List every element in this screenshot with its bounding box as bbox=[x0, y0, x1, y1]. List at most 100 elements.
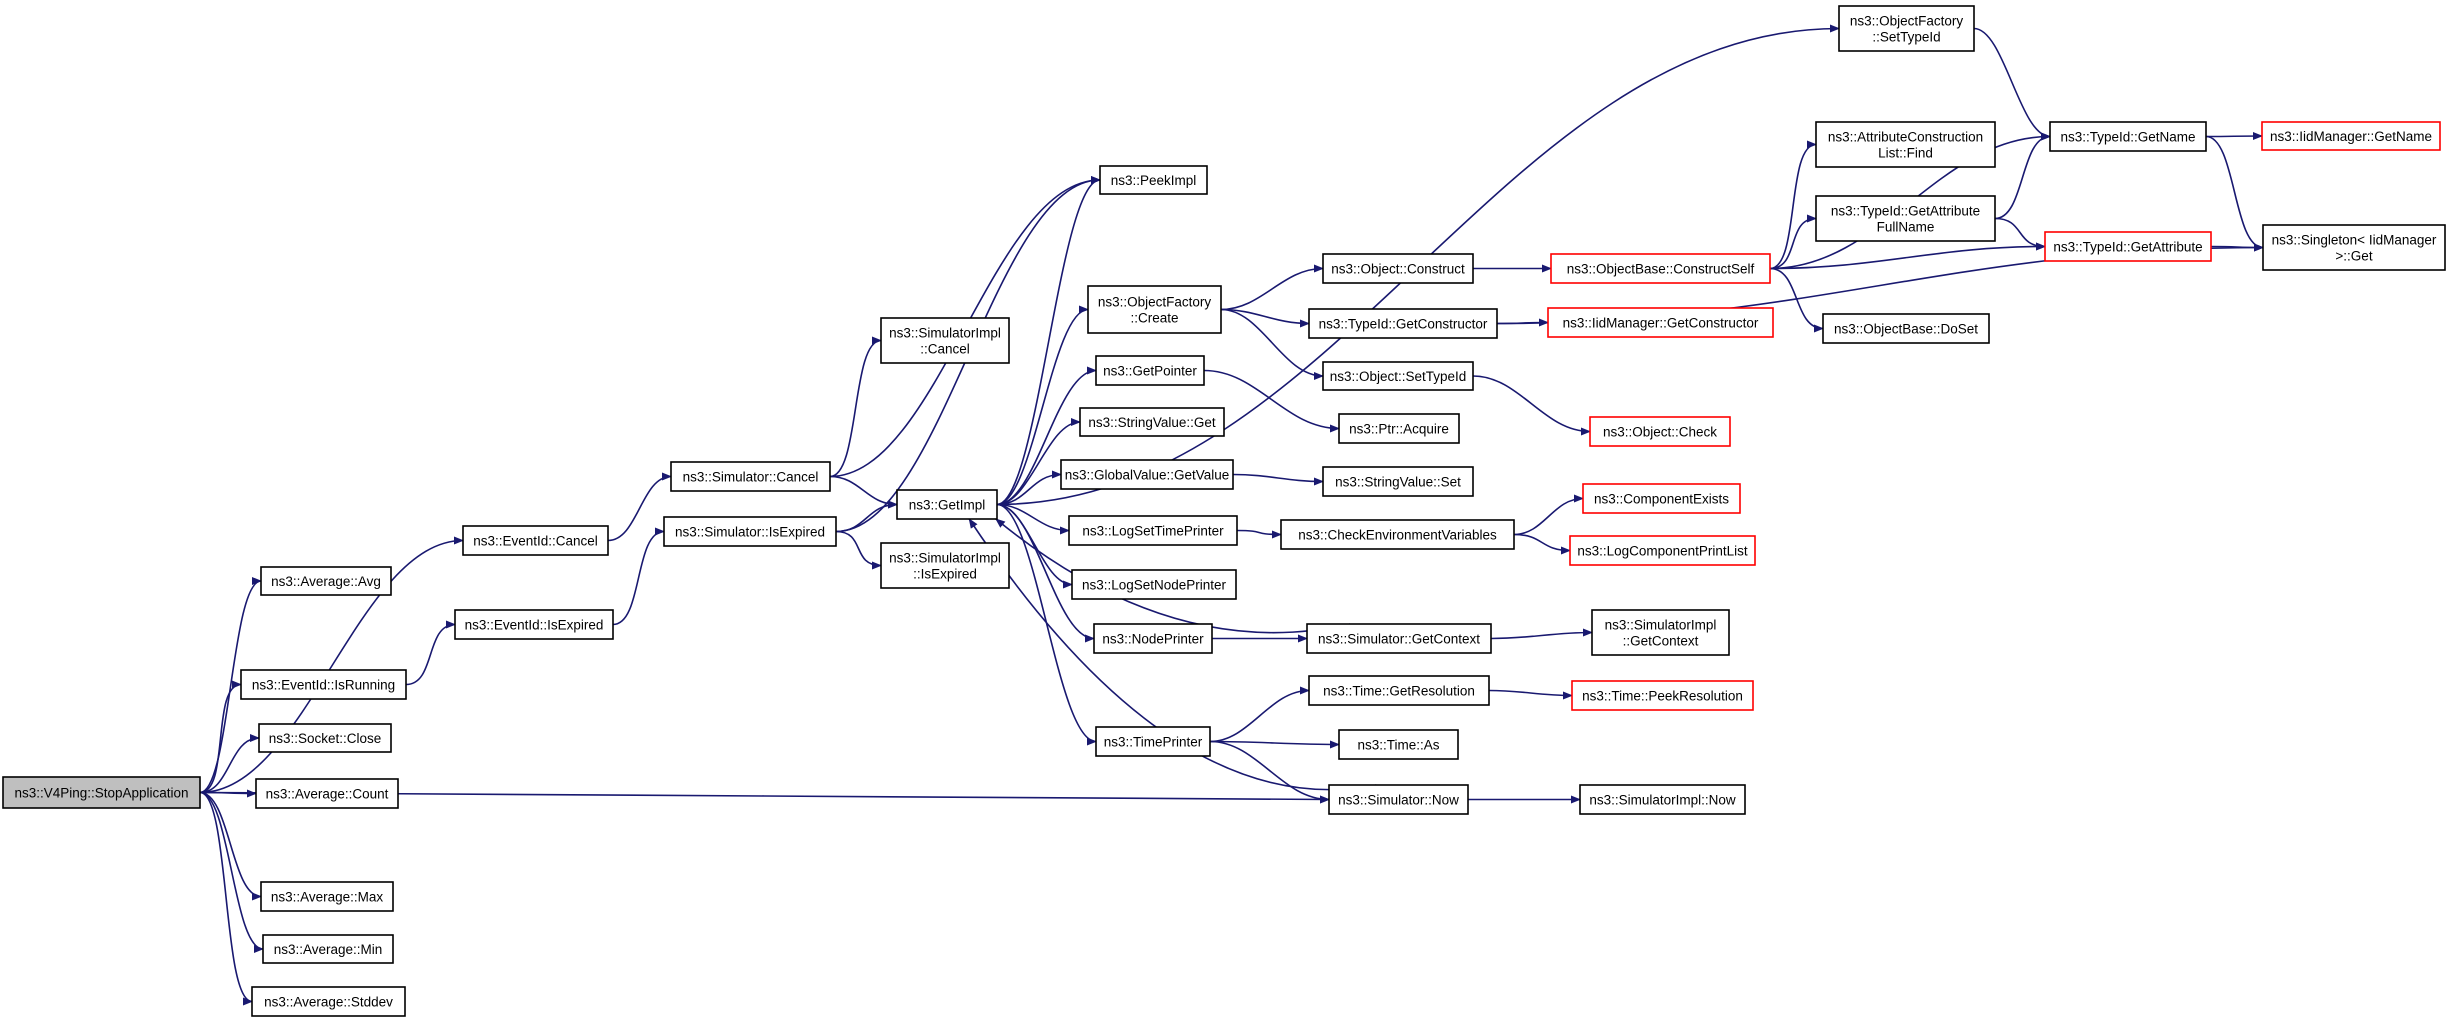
node-label: ns3::TypeId::GetAttribute bbox=[2053, 240, 2202, 255]
node-min[interactable]: ns3::Average::Min bbox=[262, 934, 394, 964]
edge-getimpl-to-svget bbox=[996, 418, 1081, 506]
node-ofsettypeid[interactable]: ns3::ObjectFactory::SetTypeId bbox=[1838, 5, 1975, 52]
node-timeas[interactable]: ns3::Time::As bbox=[1338, 729, 1459, 760]
edge-stopapp-to-evcancel bbox=[199, 536, 464, 794]
node-label: ns3::LogSetTimePrinter bbox=[1082, 524, 1224, 539]
node-checkenv[interactable]: ns3::CheckEnvironmentVariables bbox=[1280, 519, 1515, 550]
node-box bbox=[260, 566, 392, 596]
node-label: ns3::Object::SetTypeId bbox=[1330, 369, 1467, 384]
edge-simcancel-to-implcancel bbox=[829, 336, 882, 478]
node-avg[interactable]: ns3::Average::Avg bbox=[260, 566, 392, 596]
node-stopapp[interactable]: ns3::V4Ping::StopApplication bbox=[2, 776, 201, 809]
edge-evcancel-to-simcancel bbox=[607, 472, 672, 542]
node-ofcreate[interactable]: ns3::ObjectFactory::Create bbox=[1087, 285, 1222, 334]
node-timegetres[interactable]: ns3::Time::GetResolution bbox=[1308, 675, 1490, 706]
node-stddev[interactable]: ns3::Average::Stddev bbox=[251, 986, 406, 1017]
node-timeprinter[interactable]: ns3::TimePrinter bbox=[1095, 726, 1211, 757]
node-objsettypeid[interactable]: ns3::Object::SetTypeId bbox=[1322, 361, 1474, 391]
edge-obconstructself-to-aclfind bbox=[1769, 140, 1817, 270]
node-box bbox=[258, 723, 392, 753]
node-logcompprint[interactable]: ns3::LogComponentPrintList bbox=[1569, 535, 1756, 566]
node-label: ::Create bbox=[1130, 311, 1178, 326]
node-logsetnode[interactable]: ns3::LogSetNodePrinter bbox=[1071, 569, 1237, 600]
node-iidgetname[interactable]: ns3::IidManager::GetName bbox=[2261, 121, 2441, 151]
edge-checkenv-to-logcompprint bbox=[1513, 533, 1571, 555]
node-label: ns3::TypeId::GetName bbox=[2060, 130, 2195, 145]
node-simnow[interactable]: ns3::Simulator::Now bbox=[1328, 784, 1469, 815]
node-box bbox=[1582, 483, 1741, 514]
node-ptracquire[interactable]: ns3::Ptr::Acquire bbox=[1338, 413, 1460, 444]
node-simexpired[interactable]: ns3::Simulator::IsExpired bbox=[663, 516, 837, 547]
node-label: ns3::V4Ping::StopApplication bbox=[14, 786, 188, 801]
node-label: ns3::TypeId::GetAttribute bbox=[1831, 204, 1980, 219]
node-label: ns3::Time::GetResolution bbox=[1323, 684, 1475, 699]
node-getpointer[interactable]: ns3::GetPointer bbox=[1095, 355, 1205, 386]
node-box bbox=[1308, 675, 1490, 706]
node-label: ns3::ComponentExists bbox=[1594, 492, 1729, 507]
node-label: ns3::Singleton< IidManager bbox=[2272, 233, 2437, 248]
node-label: List::Find bbox=[1878, 146, 1933, 161]
node-compexists[interactable]: ns3::ComponentExists bbox=[1582, 483, 1741, 514]
node-box bbox=[1095, 355, 1205, 386]
edge-getimpl-to-peekimpl bbox=[996, 176, 1101, 506]
node-objcheck[interactable]: ns3::Object::Check bbox=[1589, 416, 1731, 447]
node-box bbox=[1550, 253, 1771, 284]
node-max[interactable]: ns3::Average::Max bbox=[260, 881, 394, 912]
node-simcancel[interactable]: ns3::Simulator::Cancel bbox=[670, 461, 831, 492]
edge-tidgetattr-to-singleton bbox=[2210, 243, 2264, 252]
node-label: ns3::SimulatorImpl bbox=[1605, 618, 1717, 633]
node-box bbox=[1095, 726, 1211, 757]
node-gvgetvalue[interactable]: ns3::GlobalValue::GetValue bbox=[1060, 459, 1234, 490]
node-iidgetconstructor[interactable]: ns3::IidManager::GetConstructor bbox=[1547, 307, 1774, 338]
node-label: ns3::Ptr::Acquire bbox=[1349, 422, 1449, 437]
edge-obconstructself-to-tidgetattr bbox=[1769, 242, 2046, 270]
node-box bbox=[1308, 308, 1498, 339]
node-label: ns3::Simulator::Cancel bbox=[683, 470, 819, 485]
node-timepeekres[interactable]: ns3::Time::PeekResolution bbox=[1571, 680, 1754, 711]
node-label: ns3::Simulator::Now bbox=[1338, 793, 1459, 808]
node-obdoset[interactable]: ns3::ObjectBase::DoSet bbox=[1822, 313, 1990, 344]
node-objconstruct[interactable]: ns3::Object::Construct bbox=[1322, 253, 1474, 284]
edge-getimpl-to-logsettime bbox=[996, 503, 1070, 535]
edge-timeprinter-to-timegetres bbox=[1209, 686, 1310, 743]
node-isrunning[interactable]: ns3::EventId::IsRunning bbox=[240, 669, 407, 700]
node-nodeprinter[interactable]: ns3::NodePrinter bbox=[1093, 623, 1213, 654]
node-box bbox=[1322, 361, 1474, 391]
node-label: ns3::Average::Avg bbox=[271, 574, 381, 589]
node-implcancel[interactable]: ns3::SimulatorImpl::Cancel bbox=[880, 317, 1010, 364]
node-box bbox=[1338, 729, 1459, 760]
node-getimpl[interactable]: ns3::GetImpl bbox=[896, 489, 998, 520]
node-evexpired[interactable]: ns3::EventId::IsExpired bbox=[454, 609, 614, 640]
node-box bbox=[2049, 121, 2207, 152]
node-implexpired[interactable]: ns3::SimulatorImpl::IsExpired bbox=[880, 542, 1010, 589]
node-tidgetname[interactable]: ns3::TypeId::GetName bbox=[2049, 121, 2207, 152]
node-tidgetattr[interactable]: ns3::TypeId::GetAttribute bbox=[2044, 231, 2212, 262]
node-logsettime[interactable]: ns3::LogSetTimePrinter bbox=[1068, 515, 1238, 546]
node-box bbox=[1093, 623, 1213, 654]
node-sockclose[interactable]: ns3::Socket::Close bbox=[258, 723, 392, 753]
node-svset[interactable]: ns3::StringValue::Set bbox=[1322, 466, 1474, 497]
edge-ofsettypeid-to-tidgetname bbox=[1973, 27, 2051, 141]
node-tidgetconstructor[interactable]: ns3::TypeId::GetConstructor bbox=[1308, 308, 1498, 339]
node-box bbox=[1547, 307, 1774, 338]
edge-stopapp-to-avg bbox=[199, 577, 262, 794]
node-box bbox=[1591, 609, 1730, 656]
node-obconstructself[interactable]: ns3::ObjectBase::ConstructSelf bbox=[1550, 253, 1771, 284]
node-label: ns3::PeekImpl bbox=[1111, 173, 1197, 188]
node-label: ns3::LogComponentPrintList bbox=[1577, 544, 1748, 559]
edge-stopapp-to-max bbox=[199, 791, 262, 901]
node-count[interactable]: ns3::Average::Count bbox=[255, 778, 399, 809]
edge-objsettypeid-to-objcheck bbox=[1472, 375, 1591, 436]
node-simgetcontext[interactable]: ns3::Simulator::GetContext bbox=[1306, 623, 1492, 654]
node-peekimpl[interactable]: ns3::PeekImpl bbox=[1099, 165, 1208, 195]
node-label: ns3::ObjectFactory bbox=[1098, 295, 1212, 310]
node-label: ns3::StringValue::Set bbox=[1335, 475, 1461, 490]
node-singleton[interactable]: ns3::Singleton< IidManager >::Get bbox=[2262, 224, 2446, 271]
node-box bbox=[1306, 623, 1492, 654]
node-implnow[interactable]: ns3::SimulatorImpl::Now bbox=[1579, 784, 1746, 815]
node-evcancel[interactable]: ns3::EventId::Cancel bbox=[462, 525, 609, 556]
node-svget[interactable]: ns3::StringValue::Get bbox=[1079, 407, 1225, 437]
node-implgetcontext[interactable]: ns3::SimulatorImpl::GetContext bbox=[1591, 609, 1730, 656]
